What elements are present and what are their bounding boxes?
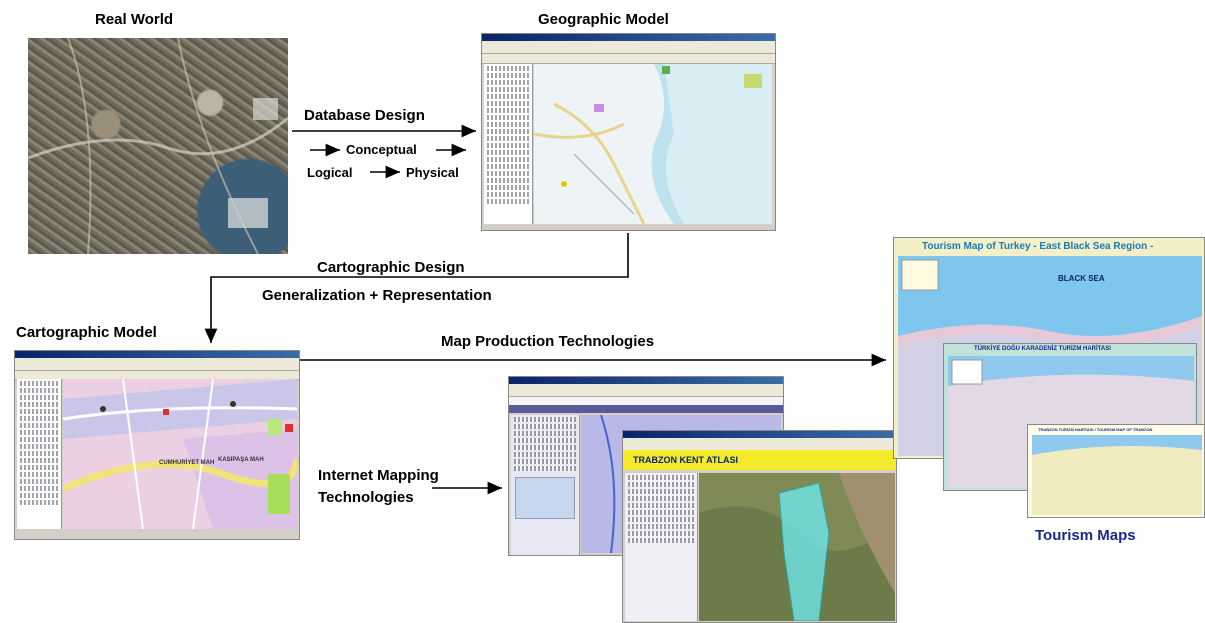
map-production-label: Map Production Technologies — [441, 333, 655, 350]
physical-label: Physical — [406, 165, 459, 180]
cartographic-model-label: Cartographic Model — [16, 324, 157, 341]
kent-atlasi-title: TRABZON KENT ATLASI — [633, 455, 738, 465]
conceptual-label: Conceptual — [346, 142, 417, 157]
generalization-representation-label: Generalization + Representation — [262, 287, 492, 304]
tourism-map-turkish: TÜRKİYE DOĞU KARADENİZ TURİZM HARİTASI — [943, 343, 1197, 491]
tourism-map-title: Tourism Map of Turkey - East Black Sea R… — [922, 241, 1154, 252]
kasipasa-map-label: KASIPAŞA MAH — [218, 457, 264, 463]
logical-label: Logical — [307, 165, 353, 180]
tourism-map-third-title: TRABZON TURİZM HARİTASI / TOURISM MAP OF… — [1038, 427, 1153, 432]
real-world-label: Real World — [95, 11, 174, 28]
cartographic-model-screenshot: CUMHURİYET MAH KASIPAŞA MAH — [14, 350, 300, 540]
internet-mapping-label-1: Internet Mapping — [318, 467, 439, 484]
tourism-map-trabzon: TRABZON TURİZM HARİTASI / TOURISM MAP OF… — [1027, 424, 1205, 518]
geographic-model-label: Geographic Model — [538, 11, 669, 28]
black-sea-label: BLACK SEA — [1058, 274, 1105, 283]
internet-map-screenshot-front: TRABZON KENT ATLASI — [622, 430, 897, 623]
cumhuriyet-map-label: CUMHURİYET MAH — [159, 459, 214, 466]
geographic-model-screenshot — [481, 33, 776, 231]
database-design-label: Database Design — [304, 107, 425, 124]
cartographic-design-arrow — [204, 233, 629, 343]
internet-mapping-label-2: Technologies — [318, 489, 414, 506]
real-world-aerial-image — [28, 38, 288, 254]
tourism-map-second-title: TÜRKİYE DOĞU KARADENİZ TURİZM HARİTASI — [974, 346, 1111, 352]
tourism-maps-label: Tourism Maps — [1035, 527, 1136, 544]
cartographic-design-label: Cartographic Design — [317, 259, 465, 276]
